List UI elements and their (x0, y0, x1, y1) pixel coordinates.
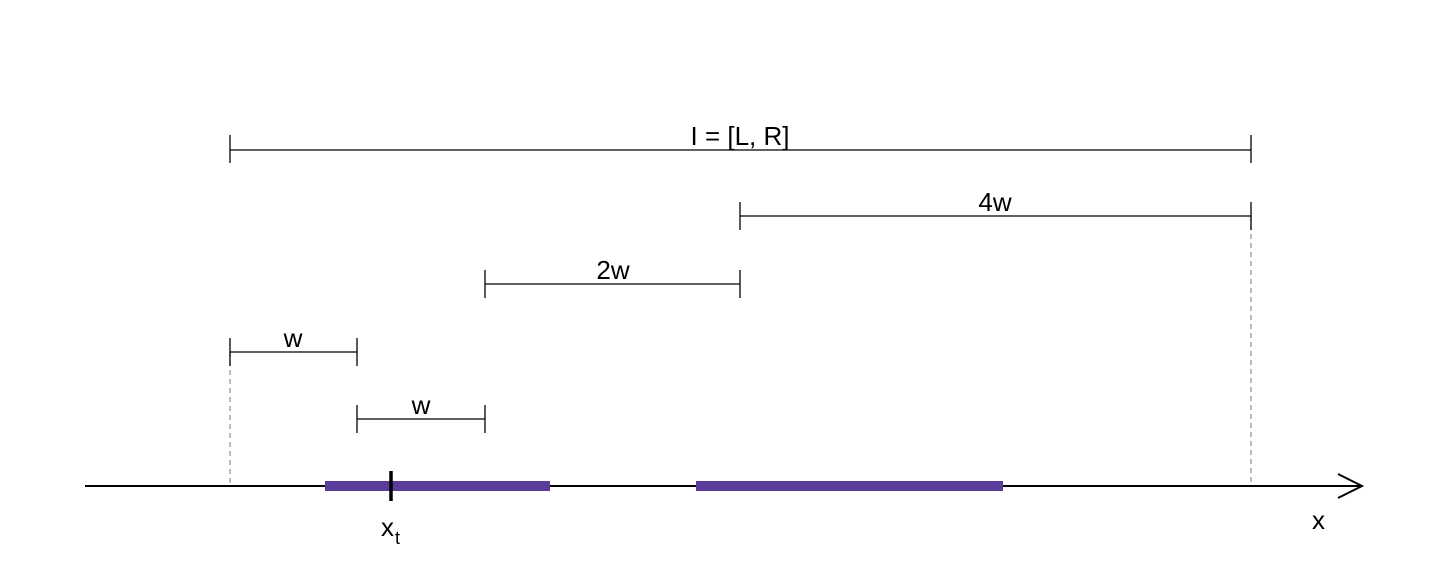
x-axis-label: x (1312, 505, 1325, 535)
interval-I-label: I = [L, R] (691, 121, 790, 151)
span-4w-label: 4w (978, 187, 1011, 217)
span-2w-bracket (484, 270, 741, 298)
interval-I-bracket (229, 135, 1252, 163)
span-w-upper-bracket (229, 338, 358, 366)
x-axis-arrowhead (1337, 473, 1365, 499)
highlight-segment-left (325, 481, 550, 491)
span-4w-bracket (739, 202, 1252, 230)
span-w-lower-bracket (356, 405, 486, 433)
point-xt-subscript: t (395, 528, 400, 548)
span-2w-label: 2w (596, 255, 629, 285)
highlight-segment-right (696, 481, 1003, 491)
span-w-upper-label: w (283, 323, 303, 353)
span-w-lower-label: w (411, 390, 431, 420)
point-xt-label: x (381, 512, 394, 542)
